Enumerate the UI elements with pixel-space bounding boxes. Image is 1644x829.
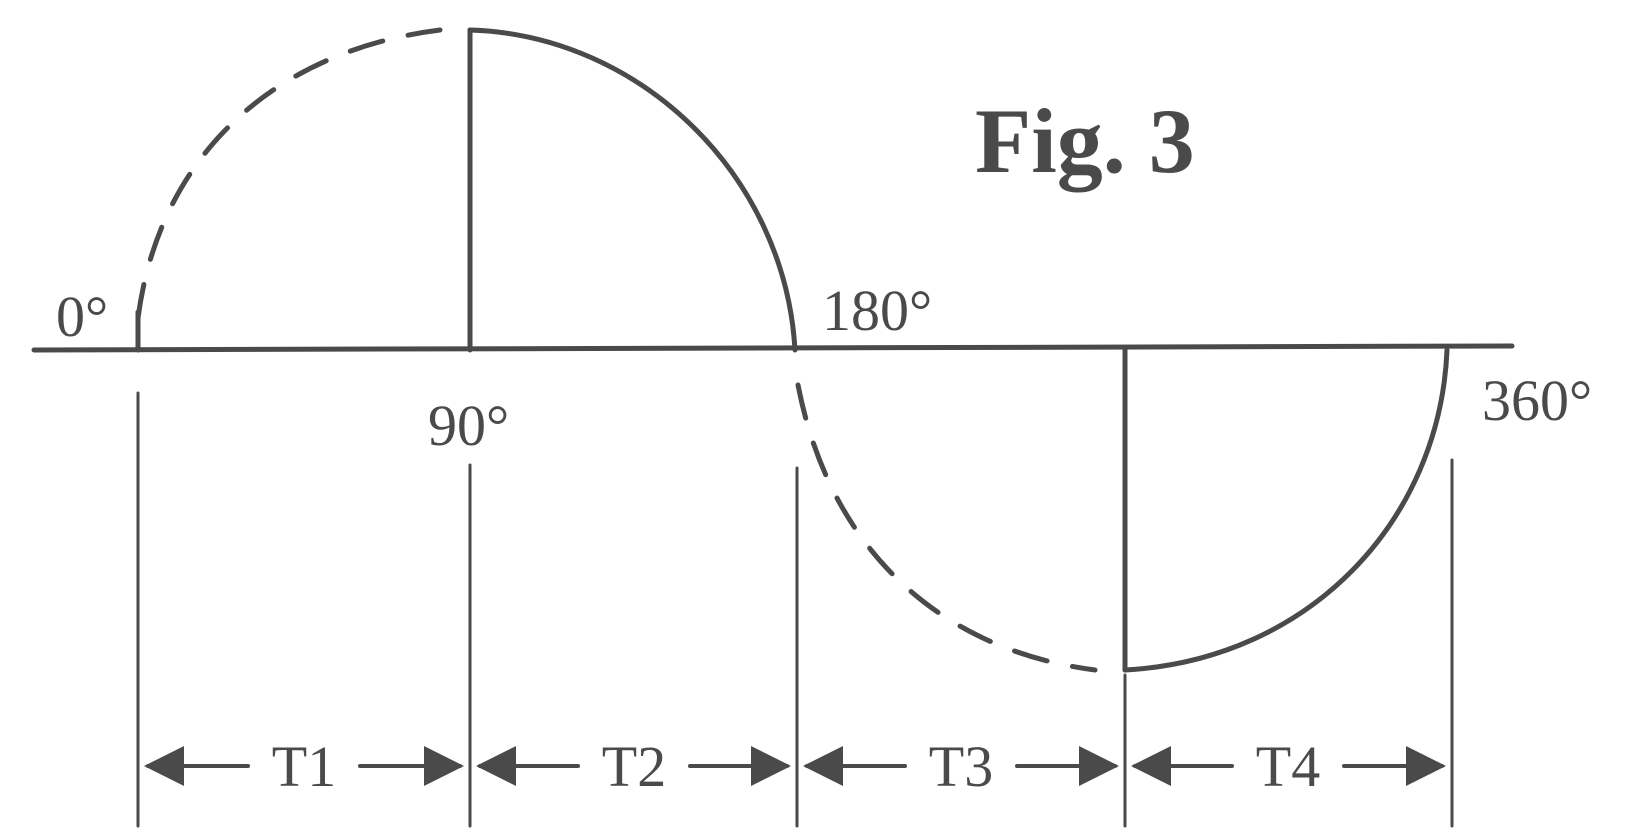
angle-label-0: 0° [56,284,108,349]
dashed-arc-descent [795,382,1098,673]
solid-arc-fall [467,27,798,353]
horizontal-axis [31,343,1515,353]
interval-label-t2: T2 [602,734,666,799]
figure-title: Fig. 3 [975,90,1195,192]
interval-label-t3: T3 [929,734,993,799]
dashed-arc-rise [135,27,443,321]
angle-label-180: 180° [822,278,932,343]
angle-label-360: 360° [1482,368,1592,433]
solid-arc-return [1122,347,1450,673]
interval-label-t4: T4 [1256,734,1320,799]
angle-label-90: 90° [428,393,509,458]
interval-label-t1: T1 [272,734,336,799]
